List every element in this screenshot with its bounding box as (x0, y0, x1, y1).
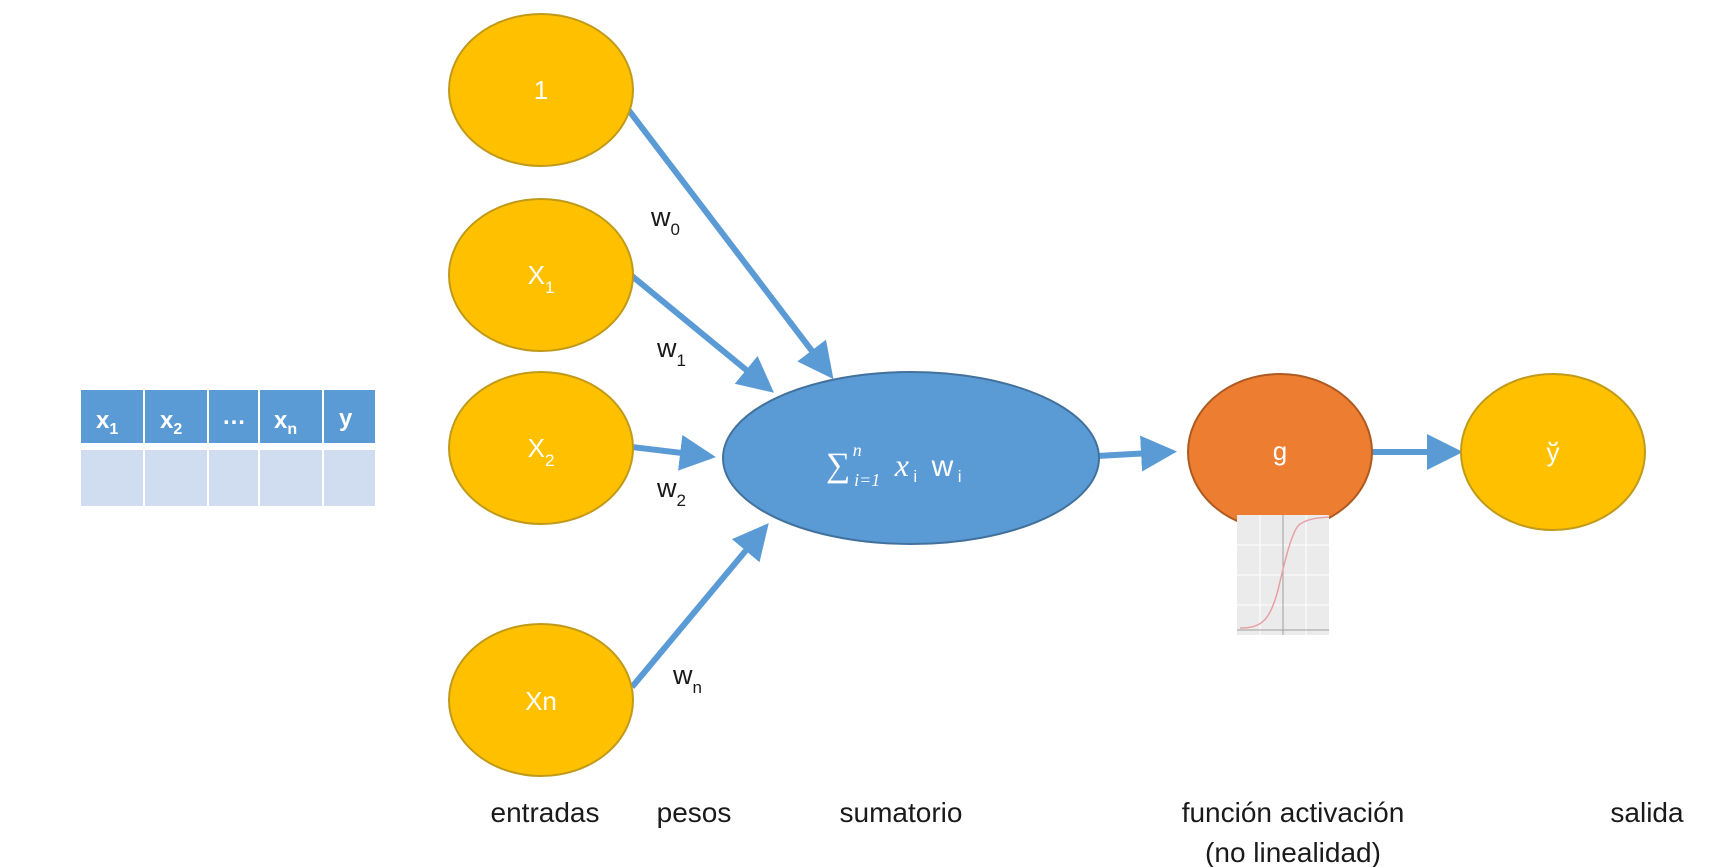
table-header-x2: x2 (160, 407, 182, 438)
table-header-y: y (339, 405, 353, 432)
output-node: ў (1460, 373, 1646, 531)
input-node-1-label: 1 (534, 75, 548, 105)
input-node-x1 (448, 198, 634, 352)
table-body-cell (260, 450, 322, 506)
caption-output: salida (1610, 797, 1684, 828)
arrow-input-x2-to-sum (631, 434, 716, 471)
table-header-cell-x1 (81, 390, 143, 443)
table-body-cell (324, 450, 375, 506)
weight-label-w0: w0 (650, 202, 680, 239)
weight-labels: w0 w1 w2 wn (650, 202, 702, 697)
weight-label-w2: w2 (656, 473, 686, 510)
sum-formula: ∑ n i=1 x i w i (826, 440, 962, 490)
caption-inputs: entradas (491, 797, 600, 828)
caption-activation-line1: función activación (1182, 797, 1405, 828)
output-node-shape (1460, 373, 1646, 531)
input-node-1 (448, 13, 634, 167)
input-node-x2-label: X2 (528, 433, 555, 470)
caption-activation-line2: (no linealidad) (1205, 837, 1381, 867)
arrow-sum-to-activation (1096, 435, 1177, 472)
weight-label-w1: w1 (656, 333, 686, 370)
table-header-cell-x2 (145, 390, 207, 443)
arrow-input-1-to-sum (624, 106, 834, 380)
arrow-input-xn-to-sum (629, 523, 769, 689)
input-node-x2 (448, 371, 634, 525)
table-body-cell (209, 450, 258, 506)
sum-node-shape (722, 371, 1100, 545)
caption-weights: pesos (657, 797, 732, 828)
table-header-x1: x1 (96, 407, 118, 438)
table-header-cell-y (324, 390, 375, 443)
sigmoid-curve (1239, 516, 1330, 629)
table-header-xn: xn (274, 407, 297, 438)
input-nodes: 1 X1 X2 Xn (448, 13, 634, 777)
table-header-cell-xn (260, 390, 322, 443)
arrow-input-x1-to-sum (630, 273, 774, 393)
table-header-ellipsis: … (222, 403, 246, 430)
connection-arrows (624, 106, 1463, 689)
activation-node-label: g (1273, 436, 1287, 466)
captions: entradas pesos sumatorio función activac… (491, 797, 1684, 867)
table-body-cell (81, 450, 143, 506)
input-node-x1-label: X1 (528, 260, 555, 297)
output-node-label: ў (1547, 437, 1560, 467)
sum-node: ∑ n i=1 x i w i (722, 371, 1100, 545)
data-table: x1 x2 … xn y (81, 390, 375, 506)
table-header-cell-ellipsis (209, 390, 258, 443)
input-node-xn-label: Xn (525, 686, 557, 716)
activation-function-plot (1237, 515, 1330, 635)
table-body-cell (145, 450, 207, 506)
weight-label-wn: wn (672, 660, 702, 697)
caption-sum: sumatorio (840, 797, 963, 828)
activation-node: g (1187, 373, 1373, 531)
input-node-xn (448, 623, 634, 777)
